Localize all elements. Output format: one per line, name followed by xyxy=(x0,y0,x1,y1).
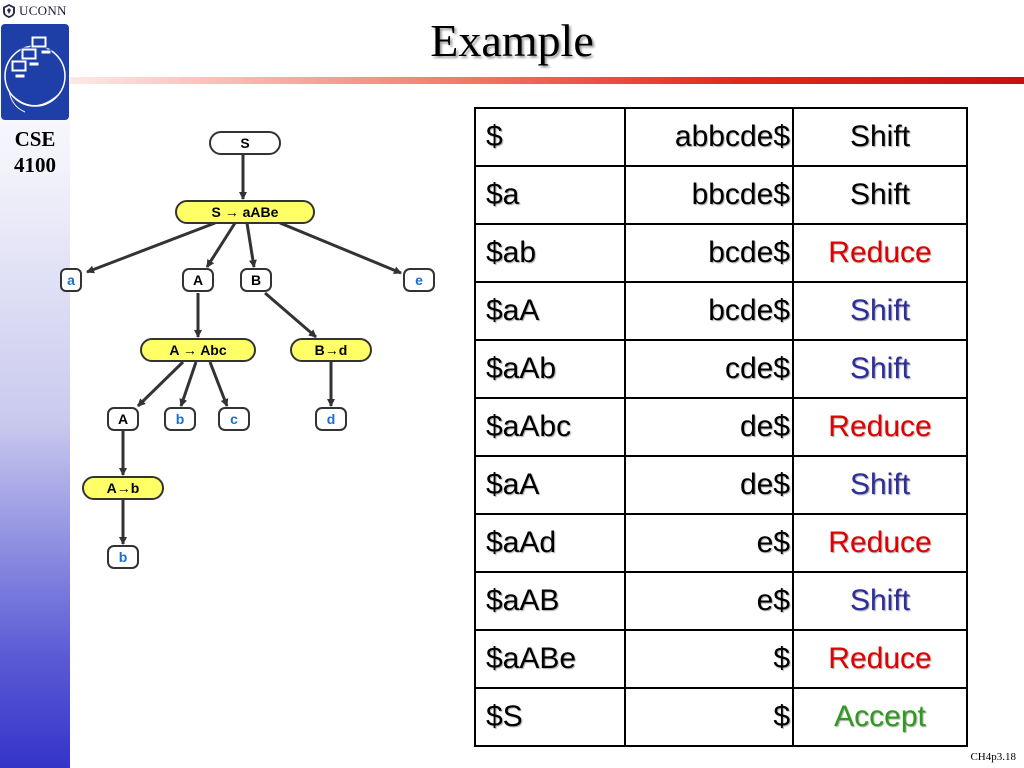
stack-cell: $S xyxy=(474,687,626,747)
table-row: $aA bcde$ Shift xyxy=(474,281,968,341)
node-label: a xyxy=(67,272,75,288)
action-cell: Shift xyxy=(792,571,968,631)
action-cell: Shift xyxy=(792,165,968,225)
course-label: CSE 4100 xyxy=(0,126,70,178)
node-label: b xyxy=(176,411,185,427)
node-label: A → Abc xyxy=(169,342,227,358)
network-computers-icon xyxy=(4,35,66,113)
node-label: A xyxy=(193,272,203,288)
title-divider xyxy=(70,77,1024,84)
input-cell: bcde$ xyxy=(624,281,794,341)
node-label: S → aABe xyxy=(212,204,279,220)
course-number: 4100 xyxy=(14,153,56,177)
edge-prod1-to-A xyxy=(205,222,237,268)
table-row: $ abbcde$ Shift xyxy=(474,107,968,167)
node-label: b xyxy=(119,549,128,565)
cse-department-logo xyxy=(1,24,69,120)
input-cell: e$ xyxy=(624,513,794,573)
node-label: c xyxy=(230,411,238,427)
action-cell: Reduce xyxy=(792,223,968,283)
tree-production-A-Abc: A → Abc xyxy=(140,338,256,362)
action-cell: Accept xyxy=(792,687,968,747)
tree-node-c: c xyxy=(218,407,250,431)
course-code: CSE xyxy=(14,127,56,151)
table-row: $S $ Accept xyxy=(474,687,968,747)
slide-title: Example xyxy=(430,15,594,66)
tree-production-B-d: B→d xyxy=(290,338,372,362)
input-cell: e$ xyxy=(624,571,794,631)
slide-number: CH4p3.18 xyxy=(970,751,1016,763)
input-cell: abbcde$ xyxy=(624,107,794,167)
input-cell: bbcde$ xyxy=(624,165,794,225)
stack-cell: $aAB xyxy=(474,571,626,631)
table-row: $aAB e$ Shift xyxy=(474,571,968,631)
tree-node-b: b xyxy=(164,407,196,431)
input-cell: bcde$ xyxy=(624,223,794,283)
edge-prod1-to-B xyxy=(245,222,257,268)
stack-cell: $ xyxy=(474,107,626,167)
stack-cell: $aA xyxy=(474,455,626,515)
node-label: B xyxy=(251,272,261,288)
stack-cell: $aAb xyxy=(474,339,626,399)
action-cell: Reduce xyxy=(792,513,968,573)
tree-node-S: S xyxy=(209,131,281,155)
uconn-seal-icon xyxy=(3,4,15,18)
edge-prod2-to-c xyxy=(208,361,229,407)
tree-node-B: B xyxy=(240,268,272,292)
stack-cell: $aAd xyxy=(474,513,626,573)
tree-node-A: A xyxy=(182,268,214,292)
input-cell: cde$ xyxy=(624,339,794,399)
node-label: B→d xyxy=(315,342,348,358)
table-row: $aAd e$ Reduce xyxy=(474,513,968,573)
tree-node-a: a xyxy=(60,268,82,292)
table-row: $aA de$ Shift xyxy=(474,455,968,515)
edge-B-to-prod3 xyxy=(264,291,317,339)
tree-production-A-b: A→b xyxy=(82,476,164,500)
shift-reduce-table: $ abbcde$ Shift $a bbcde$ Shift $ab bcde… xyxy=(474,107,968,747)
action-cell: Reduce xyxy=(792,397,968,457)
tree-node-A-2: A xyxy=(107,407,139,431)
table-row: $aABe $ Reduce xyxy=(474,629,968,689)
sidebar xyxy=(0,0,70,768)
input-cell: $ xyxy=(624,629,794,689)
uconn-label: UCONN xyxy=(19,3,67,18)
edge-prod1-to-a xyxy=(86,221,216,274)
tree-node-d: d xyxy=(315,407,347,431)
edge-prod2-to-A xyxy=(136,360,185,408)
parse-tree-diagram: S S → aABe a A B e A → Abc B→d A b xyxy=(60,131,435,569)
tree-node-b-2: b xyxy=(107,545,139,569)
uconn-header: UCONN xyxy=(2,2,67,20)
input-cell: $ xyxy=(624,687,794,747)
table-row: $a bbcde$ Shift xyxy=(474,165,968,225)
node-label: e xyxy=(415,272,423,288)
node-label: d xyxy=(327,411,336,427)
stack-cell: $aABe xyxy=(474,629,626,689)
tree-production-S-aABe: S → aABe xyxy=(175,200,315,224)
table-row: $aAb cde$ Shift xyxy=(474,339,968,399)
stack-cell: $aA xyxy=(474,281,626,341)
action-cell: Shift xyxy=(792,107,968,167)
tree-node-e: e xyxy=(403,268,435,292)
table-row: $aAbc de$ Reduce xyxy=(474,397,968,457)
action-cell: Shift xyxy=(792,455,968,515)
stack-cell: $ab xyxy=(474,223,626,283)
stack-cell: $aAbc xyxy=(474,397,626,457)
stack-cell: $a xyxy=(474,165,626,225)
action-cell: Shift xyxy=(792,281,968,341)
node-label: A→b xyxy=(107,480,140,496)
edge-prod2-to-b xyxy=(179,361,198,407)
action-cell: Shift xyxy=(792,339,968,399)
edge-prod1-to-e xyxy=(279,221,402,275)
table-row: $ab bcde$ Reduce xyxy=(474,223,968,283)
input-cell: de$ xyxy=(624,455,794,515)
node-label: S xyxy=(240,135,249,151)
action-cell: Reduce xyxy=(792,629,968,689)
node-label: A xyxy=(118,411,128,427)
input-cell: de$ xyxy=(624,397,794,457)
